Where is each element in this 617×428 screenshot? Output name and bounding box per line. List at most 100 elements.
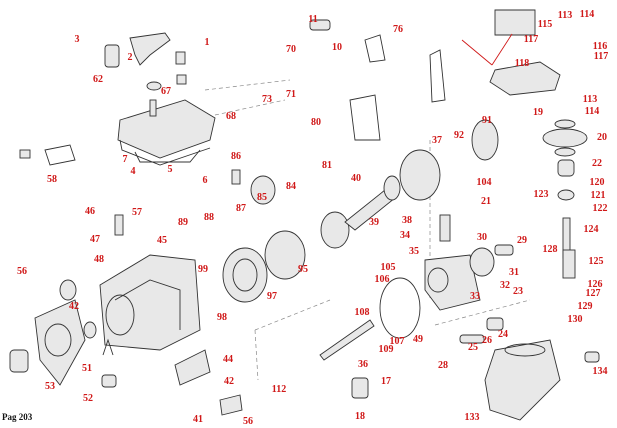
part-number-label: 56 [17,266,27,277]
part-number-label: 95 [298,264,308,275]
part-number-label: 49 [413,334,423,345]
part-number-label: 133 [464,412,480,423]
part-number-label: 130 [567,314,583,325]
part-number-label: 122 [592,203,608,214]
part-number-label: 126 [587,279,603,290]
part-number-label: 114 [584,106,600,117]
part-number-label: 120 [589,177,605,188]
part-number-label: 4 [130,166,136,177]
part-number-label: 42 [69,301,79,312]
part-number-label: 127 [585,288,601,299]
part-number-label: 33 [470,291,480,302]
part-number-label: 87 [236,203,246,214]
part-number-label: 109 [378,344,394,355]
part-number-label: 1 [204,37,210,48]
part-number-label: 128 [542,244,558,255]
part-number-label: 107 [389,336,405,347]
part-number-label: 39 [369,217,379,228]
part-number-label: 67 [161,86,171,97]
part-number-label: 52 [83,393,93,404]
part-number-label: 47 [90,234,100,245]
part-number-label: 89 [178,217,188,228]
part-number-label: 123 [533,189,549,200]
part-number-label: 53 [45,381,55,392]
part-number-label: 134 [592,366,608,377]
part-number-label: 34 [400,230,410,241]
part-number-label: 112 [271,384,287,395]
part-number-label: 80 [311,117,321,128]
part-number-label: 92 [454,130,464,141]
part-number-label: 45 [157,235,167,246]
pump-housing [99,254,201,351]
part-number-label: 81 [322,160,332,171]
part-number-label: 41 [193,414,203,425]
governor-cover [117,99,216,166]
part-number-label: 125 [588,256,604,267]
part-number-label: 40 [351,173,361,184]
part-number-label: 48 [94,254,104,265]
part-number-label: 73 [262,94,272,105]
part-number-label: 84 [286,181,296,192]
part-number-label: 42 [224,376,234,387]
part-number-label: 20 [597,132,607,143]
page-number: Pag 203 [2,412,33,422]
part-number-label: 28 [438,360,448,371]
part-number-label: 118 [514,58,530,69]
part-number-label: 2 [127,52,133,63]
part-number-label: 98 [217,312,227,323]
part-number-label: 19 [533,107,543,118]
part-number-label: 117 [593,51,609,62]
part-number-label: 26 [482,335,492,346]
part-number-label: 44 [223,354,233,365]
part-number-label: 97 [267,291,277,302]
part-number-label: 121 [590,190,606,201]
part-number-label: 105 [380,262,396,273]
part-number-label: 62 [93,74,103,85]
part-number-label: 46 [85,206,95,217]
part-number-label: 35 [409,246,419,257]
part-number-label: 24 [498,329,508,340]
part-number-label: 31 [509,267,519,278]
part-number-label: 10 [332,42,342,53]
part-number-label: 21 [481,196,491,207]
part-number-label: 7 [122,154,128,165]
part-number-label: 108 [354,307,370,318]
part-number-label: 114 [579,9,595,20]
part-number-label: 116 [592,41,608,52]
part-number-label: 58 [47,174,57,185]
part-number-label: 23 [513,286,523,297]
part-number-label: 37 [432,135,442,146]
part-number-label: 29 [517,235,527,246]
part-number-label: 76 [393,24,403,35]
part-number-label: 91 [482,115,492,126]
part-number-label: 85 [257,192,267,203]
part-number-label: 113 [557,10,573,21]
part-number-label: 124 [583,224,599,235]
part-number-label: 88 [204,212,214,223]
part-number-label: 129 [577,301,593,312]
distributor-head [424,254,481,311]
part-number-label: 22 [592,158,602,169]
part-number-label: 104 [476,177,492,188]
part-number-label: 56 [243,416,253,427]
part-number-label: 30 [477,232,487,243]
part-number-label: 99 [198,264,208,275]
part-number-label: 86 [231,151,241,162]
part-number-label: 3 [74,34,80,45]
part-number-label: 11 [308,14,318,25]
part-number-label: 6 [202,175,208,186]
part-number-label: 18 [355,411,365,422]
part-number-label: 113 [582,94,598,105]
part-number-label: 25 [468,342,478,353]
part-number-label: 5 [167,164,173,175]
part-number-label: 32 [500,280,510,291]
part-number-label: 106 [374,274,390,285]
part-number-label: 36 [358,359,368,370]
part-number-label: 115 [537,19,553,30]
part-number-label: 57 [132,207,142,218]
part-number-label: 70 [286,44,296,55]
part-number-label: 71 [286,89,296,100]
part-number-label: 68 [226,111,236,122]
